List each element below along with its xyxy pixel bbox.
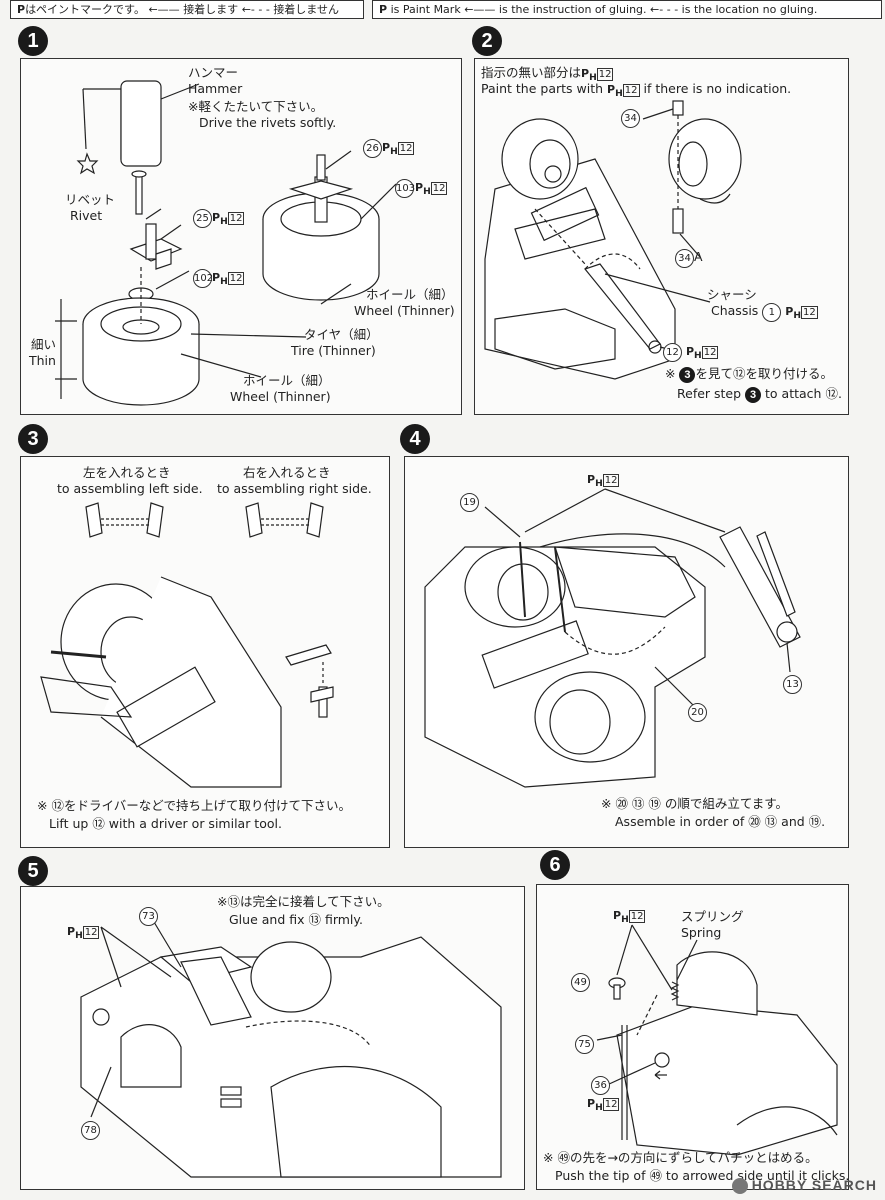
step-4-number: 4	[400, 424, 430, 454]
step-1-illustration	[55, 80, 397, 406]
legend-jp-text: はペイントマークです。	[25, 3, 145, 16]
hobby-search-watermark: HOBBY SEARCH	[731, 1177, 877, 1194]
hobby-search-logo-icon	[731, 1178, 748, 1194]
step-1-panel: ハンマー Hammer ※軽くたたいて下さい。 Drive the rivets…	[20, 58, 462, 415]
step-3-panel: 左を入れるとき to assembling left side. 右を入れるとき…	[20, 456, 390, 848]
step2-note-en: Refer step 3 to attach ⑫.	[677, 386, 842, 403]
step3-note-jp: ※ ⑫をドライバーなどで持ち上げて取り付けて下さい。	[37, 798, 351, 813]
part-26: 26	[363, 139, 382, 158]
part-75: 75	[575, 1035, 594, 1054]
thin-label-en: Thin	[29, 353, 56, 368]
step-1-number: 1	[18, 26, 48, 56]
spring-label-jp: スプリング	[681, 909, 744, 924]
rivet-note-en: Drive the rivets softly.	[199, 115, 337, 130]
right-side-en: to assembling right side.	[217, 481, 372, 496]
right-side-jp: 右を入れるとき	[243, 465, 331, 480]
step-6-illustration	[596, 924, 838, 1156]
legend-jp-noglue: 接着しません	[273, 3, 339, 16]
paint-mark-icon: P	[17, 3, 26, 16]
hammer-label-en: Hammer	[188, 81, 243, 96]
step-3-illustration	[40, 502, 334, 788]
wheel-label-jp: ホイール（細）	[366, 287, 454, 302]
legend-english: P is Paint Mark ←—— is the instruction o…	[372, 0, 882, 19]
wheel2-label-en: Wheel (Thinner)	[230, 389, 331, 404]
part-13: 13	[783, 675, 802, 694]
step5-note-en: Glue and fix ⑬ firmly.	[229, 912, 363, 927]
step6-note-jp: ※ ㊾の先を→の方向にずらしてパチッとはめる。	[543, 1150, 818, 1165]
step6-note-en: Push the tip of ㊾ to arrowed side until …	[555, 1168, 849, 1183]
rivet-note-jp: ※軽くたたいて下さい。	[188, 99, 324, 114]
rivet-label-en: Rivet	[70, 208, 103, 223]
legend-jp-glue: 接着します	[183, 3, 239, 16]
spring-label-en: Spring	[681, 925, 722, 940]
step-5-number: 5	[18, 856, 48, 886]
left-side-jp: 左を入れるとき	[83, 465, 171, 480]
glue-arrow-icon: ←——	[464, 3, 496, 16]
step-2-number: 2	[472, 26, 502, 56]
hammer-label-jp: ハンマー	[188, 65, 239, 80]
tire-label-jp: タイヤ（細）	[304, 327, 379, 342]
chassis-label-jp: シャーシ	[707, 287, 757, 302]
part-20: 20	[688, 703, 707, 722]
part-78: 78	[81, 1121, 100, 1140]
part-36: 36	[591, 1076, 610, 1095]
legend-en-glue: is the instruction of gluing.	[498, 3, 647, 16]
legend-en-noglue: is the location no gluing.	[681, 3, 818, 16]
legend-en-text: is Paint Mark	[390, 3, 461, 16]
part-34: 34	[621, 109, 640, 128]
part-49: 49	[571, 973, 590, 992]
wheel-label-en: Wheel (Thinner)	[354, 303, 455, 318]
noglue-arrow-icon: ←- - -	[650, 3, 679, 16]
step-3-number: 3	[18, 424, 48, 454]
step3-note-en: Lift up ⑫ with a driver or similar tool.	[49, 816, 282, 831]
step-5-panel: ※⑬は完全に接着して下さい。 Glue and fix ⑬ firmly. PH…	[20, 886, 525, 1190]
step-4-illustration	[424, 488, 801, 788]
wheel2-label-jp: ホイール（細）	[243, 373, 331, 388]
thin-label-jp: 細い	[31, 337, 57, 352]
step-6-number: 6	[540, 850, 570, 880]
glue-arrow-icon: ←——	[148, 3, 180, 16]
part-73: 73	[139, 907, 158, 926]
part-102: 102	[193, 269, 213, 288]
legend-japanese: Pはペイントマークです。 ←—— 接着します ←- - - 接着しません	[10, 0, 364, 19]
step-5-illustration	[80, 916, 502, 1178]
step4-note-en: Assemble in order of ⑳ ⑬ and ⑲.	[615, 814, 826, 829]
part-19: 19	[460, 493, 479, 512]
tire-label-en: Tire (Thinner)	[291, 343, 376, 358]
step4-note-jp: ※ ⑳ ⑬ ⑲ の順で組み立てます。	[601, 796, 788, 811]
rivet-label-jp: リベット	[65, 192, 116, 207]
part-25: 25	[193, 209, 212, 228]
part-103: 103	[395, 179, 415, 198]
step5-note-jp: ※⑬は完全に接着して下さい。	[217, 894, 390, 909]
left-side-en: to assembling left side.	[57, 481, 203, 496]
step-2-illustration	[484, 100, 742, 380]
paint-mark-icon: P	[379, 3, 388, 16]
noglue-arrow-icon: ←- - -	[241, 3, 270, 16]
